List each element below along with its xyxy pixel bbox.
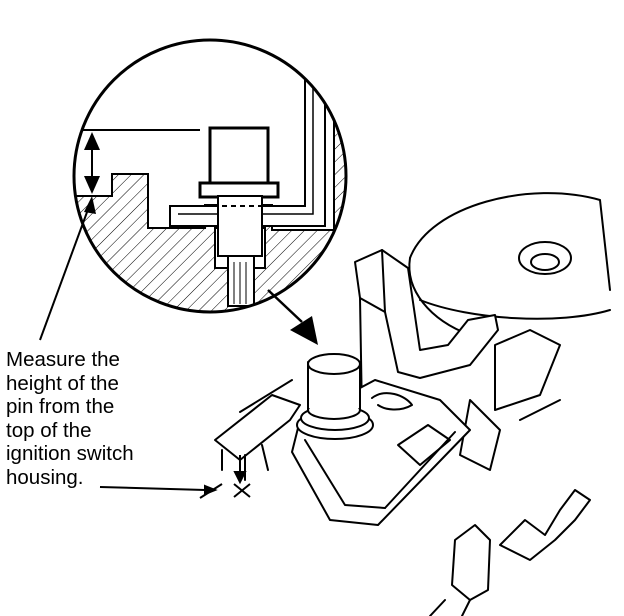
detail-magnifier-circle xyxy=(72,38,348,314)
detail-leader-arrow xyxy=(267,289,318,345)
measurement-instruction-text: Measure the height of the pin from the t… xyxy=(6,348,196,489)
instruction-line-2: height of the xyxy=(6,371,119,395)
instruction-line-3: pin from the xyxy=(6,395,115,418)
steering-column-assembly xyxy=(214,192,611,616)
instruction-line-4: top of the xyxy=(6,418,92,442)
measurement-reference-marks xyxy=(99,455,251,499)
instruction-line-6: housing. xyxy=(6,465,84,489)
instruction-line-5: ignition switch xyxy=(6,442,134,465)
instruction-line-1: Measure the xyxy=(6,348,120,371)
callout-leader-line xyxy=(39,196,96,341)
